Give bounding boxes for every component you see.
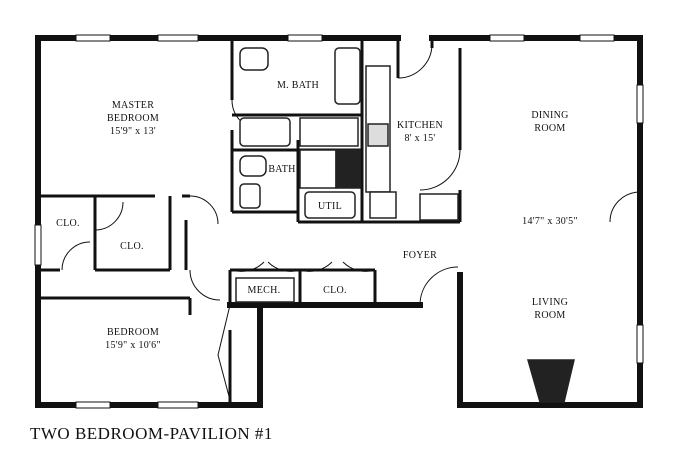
great-room-size: 14'7" x 30'5" — [522, 216, 578, 227]
bedroom-label: BEDROOM — [107, 327, 159, 338]
mech-label: MECH. — [248, 285, 281, 296]
bedroom-size: 15'9" x 10'6" — [105, 340, 161, 351]
master-bath-label: M. BATH — [277, 80, 319, 91]
fixtures — [235, 47, 575, 403]
living-room-label-2: ROOM — [534, 310, 565, 321]
util-label: UTIL — [318, 201, 342, 212]
plan-caption: TWO BEDROOM-PAVILION #1 — [30, 424, 273, 443]
living-room-label-1: LIVING — [532, 297, 568, 308]
kitchen-size: 8' x 15' — [404, 133, 435, 144]
closet-hall-label: CLO. — [323, 285, 347, 296]
interior-walls — [38, 38, 462, 405]
foyer-label: FOYER — [403, 250, 437, 261]
master-bedroom-label-2: BEDROOM — [107, 113, 159, 124]
master-bedroom-label-1: MASTER — [112, 100, 154, 111]
dining-room-label-2: ROOM — [534, 123, 565, 134]
dining-room-label-1: DINING — [531, 110, 568, 121]
windows — [34, 34, 644, 409]
master-bedroom-size: 15'9" x 13' — [110, 126, 156, 137]
kitchen-label: KITCHEN — [397, 120, 443, 131]
closet-left-label: CLO. — [56, 218, 80, 229]
bath-label: BATH — [268, 164, 295, 175]
closet-middle-label: CLO. — [120, 241, 144, 252]
